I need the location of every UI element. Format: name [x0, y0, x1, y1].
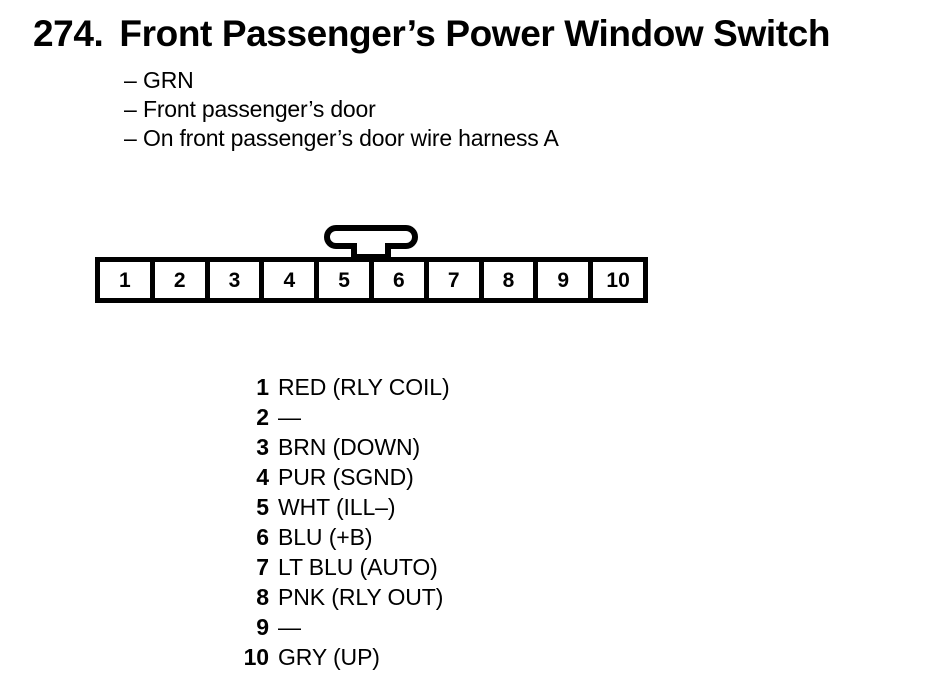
pinout-pin-number: 2 — [256, 404, 269, 430]
pin-cell: 5 — [319, 262, 369, 298]
page-title: 274. Front Passenger’s Power Window Switc… — [33, 14, 830, 54]
pinout-pin-number: 4 — [256, 464, 269, 490]
pin-cell: 7 — [428, 262, 479, 298]
pinout-pin-number: 5 — [256, 494, 269, 520]
note-label: GRN — [143, 67, 194, 93]
pin-cell: 10 — [593, 262, 643, 298]
pinout-pin-number: 9 — [256, 614, 269, 640]
pin-cell: 6 — [373, 262, 424, 298]
note-item: –Front passenger’s door — [124, 95, 559, 124]
pinout-description: — — [278, 404, 301, 430]
pinout-pin-number: 7 — [256, 554, 269, 580]
pinout-description: GRY (UP) — [278, 644, 380, 670]
note-label: Front passenger’s door — [143, 96, 376, 122]
pin-cell: 3 — [209, 262, 260, 298]
connector-latch-icon — [324, 225, 418, 260]
pinout-description: BLU (+B) — [278, 524, 373, 550]
note-item: –On front passenger’s door wire harness … — [124, 124, 559, 153]
pinout-pin-number: 8 — [256, 584, 269, 610]
pinout-row: 3 BRN (DOWN) — [210, 432, 450, 462]
pinout-row: 9 — — [210, 612, 450, 642]
pinout-row: 5 WHT (ILL–) — [210, 492, 450, 522]
pinout-description: LT BLU (AUTO) — [278, 554, 438, 580]
connector-diagram: 1 2 3 4 5 6 7 8 9 10 — [95, 222, 655, 312]
dash-icon: – — [124, 67, 137, 93]
header-notes-list: –GRN –Front passenger’s door –On front p… — [124, 66, 559, 153]
pin-cell: 8 — [483, 262, 534, 298]
pinout-row: 8 PNK (RLY OUT) — [210, 582, 450, 612]
pinout-pin-number: 3 — [256, 434, 269, 460]
pinout-description: — — [278, 614, 301, 640]
connector-body: 1 2 3 4 5 6 7 8 9 10 — [95, 257, 648, 303]
pinout-pin-number: 6 — [256, 524, 269, 550]
pinout-pin-number: 1 — [256, 374, 269, 400]
title-text: Front Passenger’s Power Window Switch — [119, 13, 831, 54]
pinout-row: 6 BLU (+B) — [210, 522, 450, 552]
pinout-description: RED (RLY COIL) — [278, 374, 450, 400]
pinout-row: 4 PUR (SGND) — [210, 462, 450, 492]
title-number: 274. — [33, 13, 104, 54]
pinout-description: BRN (DOWN) — [278, 434, 421, 460]
pinout-list: 1 RED (RLY COIL) 2 — 3 BRN (DOWN) 4 PUR … — [210, 372, 450, 672]
pinout-description: PUR (SGND) — [278, 464, 414, 490]
pin-cell: 1 — [100, 262, 150, 298]
pinout-pin-number: 10 — [243, 644, 269, 670]
note-item: –GRN — [124, 66, 559, 95]
pin-cell: 4 — [264, 262, 315, 298]
dash-icon: – — [124, 96, 137, 122]
pinout-row: 7 LT BLU (AUTO) — [210, 552, 450, 582]
pin-cell: 2 — [154, 262, 205, 298]
pinout-description: WHT (ILL–) — [278, 494, 396, 520]
pinout-description: PNK (RLY OUT) — [278, 584, 444, 610]
pinout-row: 10 GRY (UP) — [210, 642, 450, 672]
pinout-row: 1 RED (RLY COIL) — [210, 372, 450, 402]
pinout-row: 2 — — [210, 402, 450, 432]
dash-icon: – — [124, 125, 137, 151]
note-label: On front passenger’s door wire harness A — [143, 125, 559, 151]
pin-cell: 9 — [538, 262, 589, 298]
